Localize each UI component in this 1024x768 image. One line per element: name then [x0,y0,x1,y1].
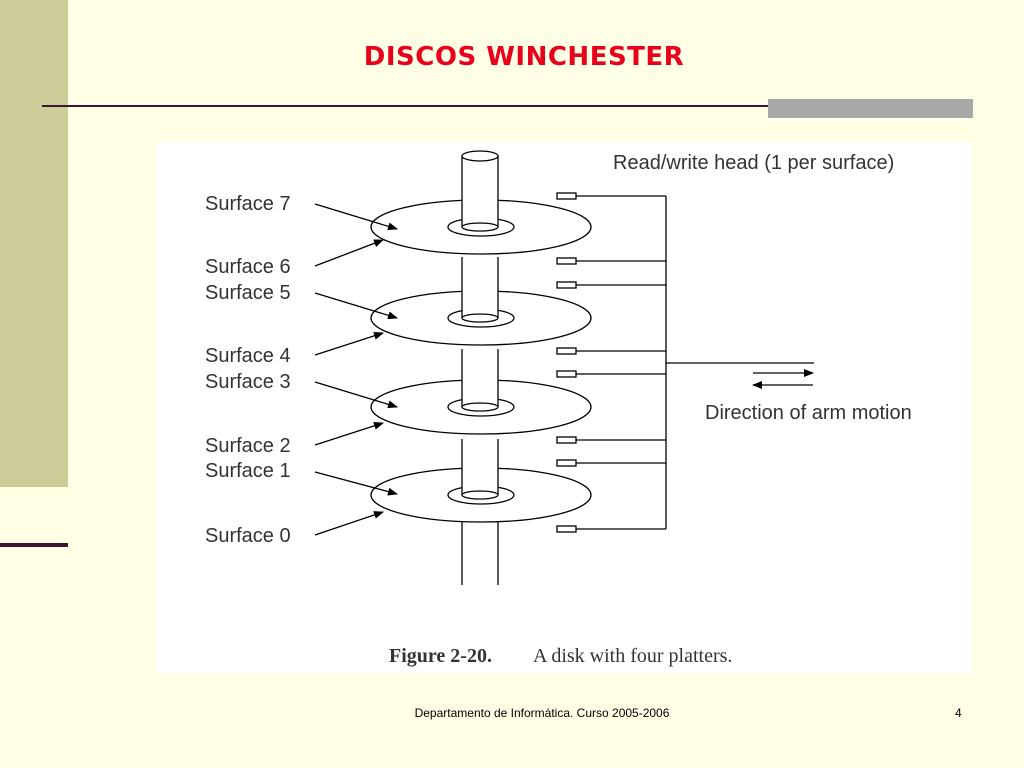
surface-label-6: Surface 6 [205,256,291,278]
page-number: 4 [955,706,962,720]
surface-label-7: Surface 7 [205,193,291,215]
title-divider [42,105,973,107]
read-write-head [556,281,577,289]
surface-label-3: Surface 3 [205,371,291,393]
spindle-bottom [461,402,499,412]
slide-title: DISCOS WINCHESTER [363,42,685,72]
sidebar-accent [0,543,68,547]
read-write-head [556,347,577,355]
disk-diagram: Surface 7 Surface 6 Surface 5 Surface 4 … [205,150,912,667]
title-accent-block [768,99,973,118]
head-label: Read/write head (1 per surface) [613,152,894,174]
spindle-bottom [461,313,499,323]
figure-caption-text: A disk with four platters. [533,645,732,667]
read-write-head [556,459,577,467]
read-write-head [556,257,577,265]
disk-figure: Surface 7 Surface 6 Surface 5 Surface 4 … [157,142,972,673]
slide-footer: Departamento de Informática. Curso 2005-… [414,706,670,720]
surface-label-0: Surface 0 [205,525,291,547]
arm-motion-label: Direction of arm motion [705,402,912,424]
surface-label-4: Surface 4 [205,345,291,367]
spindle-top [461,150,499,162]
surface-label-2: Surface 2 [205,435,291,457]
surface-label-1: Surface 1 [205,460,291,482]
spindle-bottom [461,222,499,232]
spindle-bottom [461,490,499,500]
read-write-head [556,192,577,200]
figure-caption-number: Figure 2-20. [389,645,492,667]
read-write-head [556,525,577,533]
read-write-head [556,370,577,378]
read-write-head [556,436,577,444]
surface-label-5: Surface 5 [205,282,291,304]
sidebar-decoration [0,0,68,487]
